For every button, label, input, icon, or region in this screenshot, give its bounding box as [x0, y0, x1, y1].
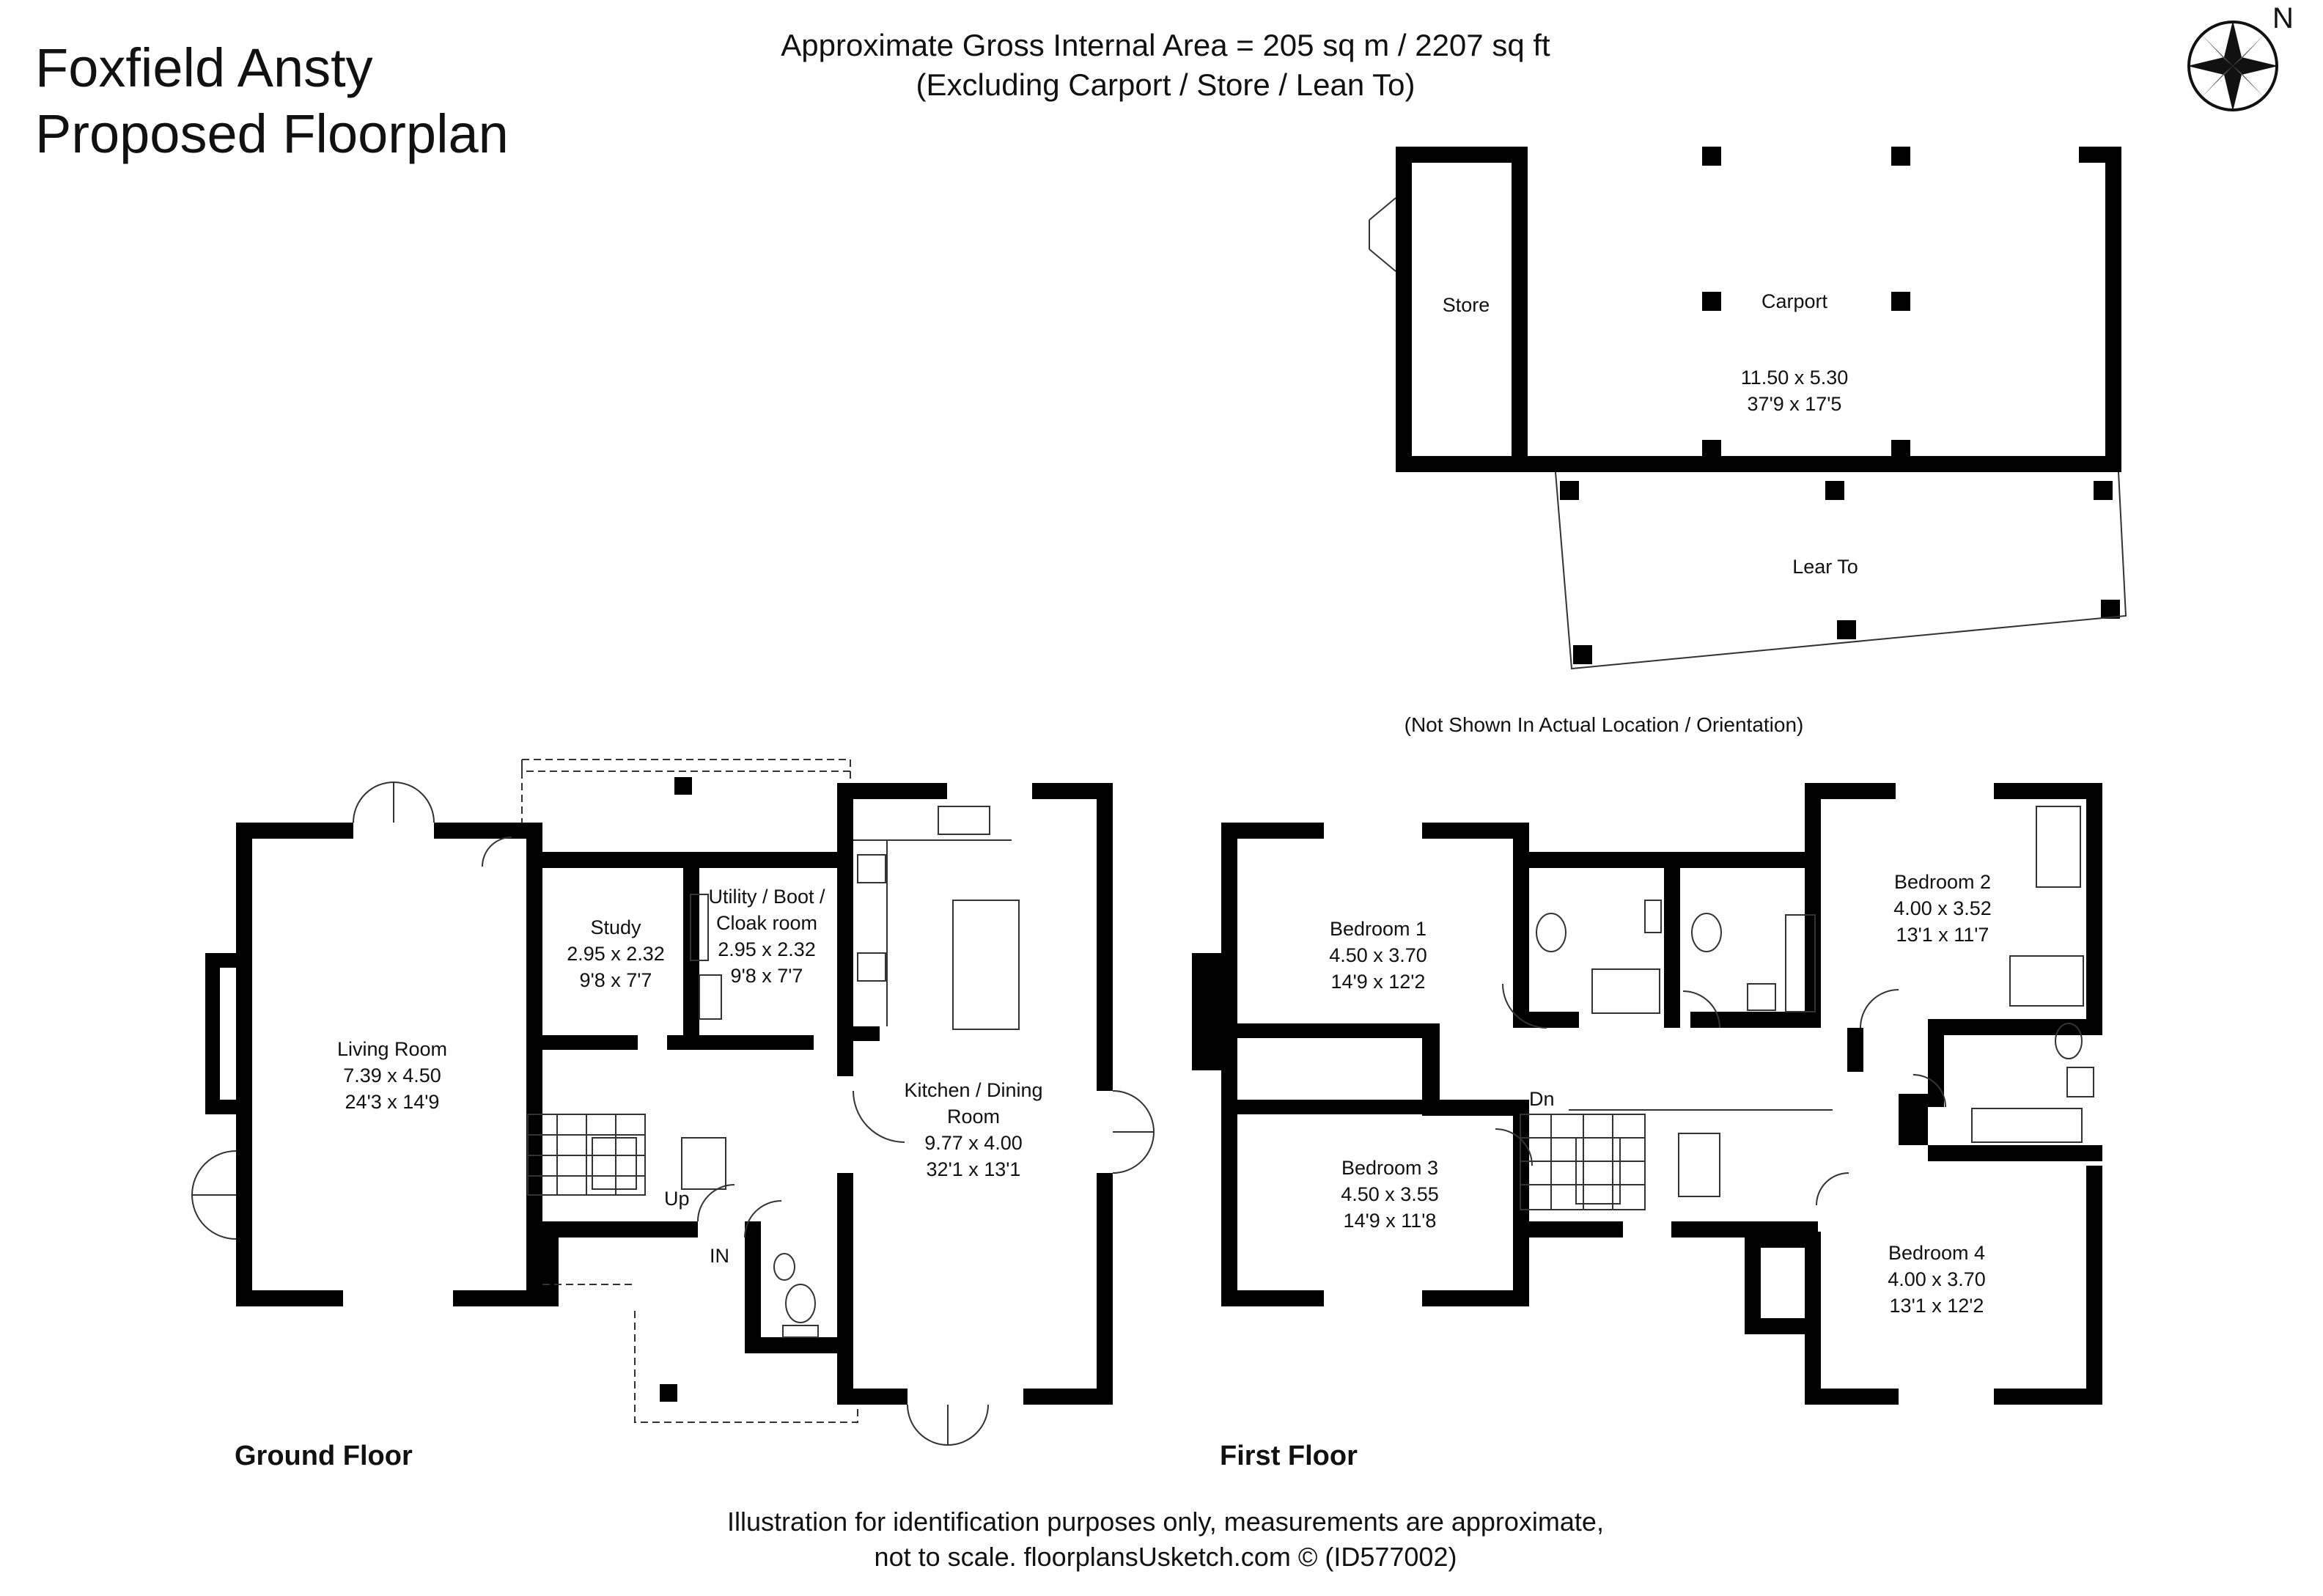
bedroom4-name: Bedroom 4 [1888, 1242, 1985, 1264]
lean-to-outline [1369, 197, 2127, 670]
bedroom4-metric: 4.00 x 3.70 [1888, 1268, 1986, 1290]
living-room-name: Living Room [337, 1038, 447, 1060]
study-name: Study [590, 916, 641, 938]
bedroom1-imperial: 14'9 x 12'2 [1331, 971, 1426, 993]
bedroom3-name: Bedroom 3 [1341, 1157, 1438, 1179]
ground-floor-label: Ground Floor [235, 1441, 413, 1471]
bedroom3-imperial: 14'9 x 11'8 [1344, 1210, 1437, 1232]
carport-imperial: 37'9 x 17'5 [1748, 393, 1842, 415]
ground-floor-fittings [191, 759, 1155, 1446]
disclaimer-line2: not to scale. floorplansUsketch.com © (I… [875, 1542, 1457, 1572]
entrance-label: IN [710, 1245, 729, 1267]
ground-floor-walls [205, 777, 1113, 1405]
first-floor-fittings [1495, 806, 2094, 1210]
utility-name-line1: Utility / Boot / [708, 886, 825, 908]
kitchen-metric: 9.77 x 4.00 [924, 1132, 1023, 1154]
utility-imperial: 9'8 x 7'7 [731, 965, 803, 987]
carport-name: Carport [1761, 290, 1828, 312]
ground-stairs-label: Up [664, 1188, 690, 1210]
kitchen-name-line2: Room [947, 1106, 1000, 1128]
disclaimer-line1: Illustration for identification purposes… [727, 1507, 1604, 1537]
bedroom1-metric: 4.50 x 3.70 [1329, 944, 1427, 966]
study-metric: 2.95 x 2.32 [567, 943, 665, 965]
bedroom2-name: Bedroom 2 [1894, 871, 1991, 893]
gross-area-line1: Approximate Gross Internal Area = 205 sq… [781, 28, 1550, 62]
lean-to-label: Lear To [1792, 556, 1858, 578]
store-label: Store [1443, 294, 1490, 316]
study-imperial: 9'8 x 7'7 [580, 969, 652, 991]
first-stairs-label: Dn [1529, 1088, 1555, 1110]
utility-metric: 2.95 x 2.32 [718, 938, 816, 960]
bedroom2-imperial: 13'1 x 11'7 [1896, 924, 1989, 946]
outbuilding-walls [1396, 147, 2121, 664]
plan-title-line1: Foxfield Ansty [35, 37, 373, 98]
utility-name-line2: Cloak room [716, 912, 817, 934]
first-floor-label: First Floor [1220, 1441, 1358, 1471]
bedroom4-imperial: 13'1 x 12'2 [1890, 1295, 1984, 1317]
bedroom2-metric: 4.00 x 3.52 [1893, 897, 1992, 919]
gross-area-line2: (Excluding Carport / Store / Lean To) [916, 67, 1415, 102]
plan-title-line2: Proposed Floorplan [35, 103, 509, 164]
kitchen-imperial: 32'1 x 13'1 [927, 1158, 1021, 1180]
living-room-metric: 7.39 x 4.50 [343, 1064, 441, 1086]
carport-metric: 11.50 x 5.30 [1741, 367, 1849, 389]
outbuilding-note: (Not Shown In Actual Location / Orientat… [1405, 713, 1804, 736]
living-room-imperial: 24'3 x 14'9 [345, 1091, 440, 1113]
bedroom1-name: Bedroom 1 [1330, 918, 1426, 940]
kitchen-name-line1: Kitchen / Dining [904, 1079, 1042, 1101]
bedroom3-metric: 4.50 x 3.55 [1341, 1183, 1439, 1205]
compass-rose-icon [2187, 21, 2278, 111]
first-floor-walls [1192, 783, 2102, 1405]
compass-north-label: N [2272, 2, 2294, 34]
